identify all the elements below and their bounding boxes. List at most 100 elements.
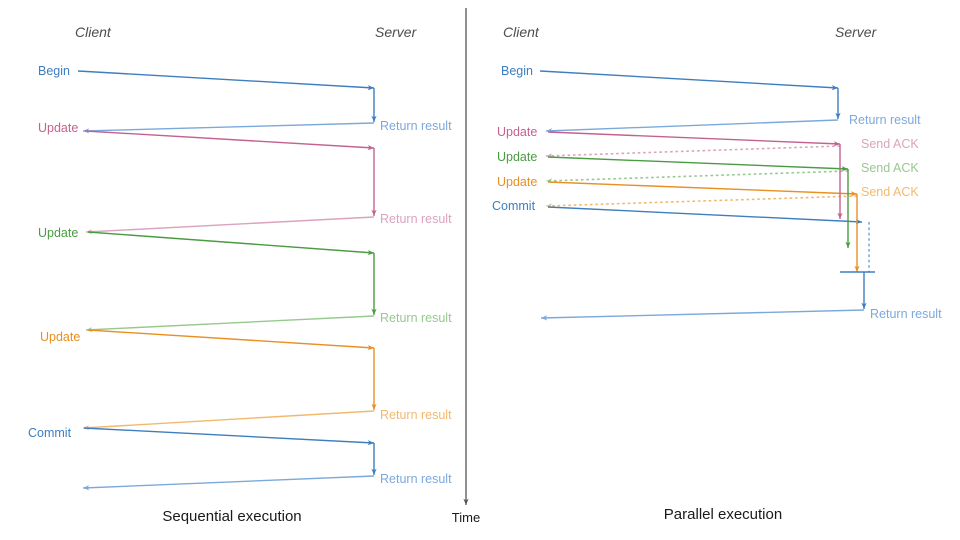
arrowhead [831, 85, 838, 91]
message-parallel-4: Send ACK [545, 137, 919, 159]
panel-caption-parallel: Parallel execution [664, 506, 782, 523]
message-sequential-6: Update [38, 226, 375, 256]
panel-caption-sequential: Sequential execution [162, 508, 301, 525]
message-line [77, 70, 375, 89]
message-label: Return result [380, 408, 452, 422]
arrowhead [841, 166, 848, 172]
message-line [87, 329, 375, 349]
message-line [82, 410, 375, 429]
message-label: Send ACK [861, 137, 919, 151]
message-parallel-7: Update [497, 175, 858, 197]
message-label: Begin [501, 64, 533, 78]
message-line [545, 119, 839, 132]
arrowhead [837, 212, 843, 219]
message-label: Commit [28, 426, 72, 440]
arrowhead [367, 85, 374, 91]
lane-title-server-parallel: Server [835, 24, 878, 40]
message-sequential-4 [371, 148, 377, 216]
message-label: Commit [492, 199, 536, 213]
message-parallel-10 [837, 144, 843, 219]
message-parallel-2: Return result [545, 113, 921, 134]
message-label: Update [497, 150, 537, 164]
arrowhead [367, 345, 374, 351]
message-sequential-3: Update [38, 121, 375, 151]
arrowhead [367, 249, 374, 256]
arrowhead [845, 241, 851, 248]
message-parallel-12 [854, 194, 860, 272]
arrowhead [367, 145, 374, 151]
message-line [547, 181, 858, 195]
time-axis-arrowhead [463, 498, 469, 505]
message-sequential-0: Begin [38, 64, 375, 91]
message-label: Return result [870, 307, 942, 321]
message-line [545, 145, 841, 157]
message-parallel-11 [845, 169, 851, 248]
message-line [83, 427, 375, 444]
message-line [545, 170, 849, 182]
message-label: Return result [380, 212, 452, 226]
arrowhead [371, 468, 377, 475]
message-label: Update [497, 125, 537, 139]
arrowhead [367, 440, 374, 446]
arrowhead [835, 112, 841, 119]
message-parallel-15 [861, 272, 867, 309]
message-label: Return result [849, 113, 921, 127]
arrowhead [850, 191, 857, 197]
message-line [85, 315, 375, 331]
message-sequential-7 [371, 253, 377, 315]
message-line [85, 216, 375, 233]
message-line [547, 206, 863, 223]
lane-title-client-parallel: Client [503, 24, 540, 40]
message-label: Return result [380, 311, 452, 325]
message-line [82, 475, 375, 489]
message-label: Update [497, 175, 537, 189]
time-axis-layer: Time [452, 8, 480, 525]
message-parallel-0: Begin [501, 64, 839, 91]
time-axis-label: Time [452, 510, 480, 525]
message-sequential-10 [371, 348, 377, 410]
lane-title-server-sequential: Server [375, 24, 418, 40]
message-line [547, 156, 849, 170]
message-line [87, 231, 375, 254]
arrowhead [371, 115, 377, 122]
message-sequential-2: Return result [82, 119, 452, 134]
message-sequential-5: Return result [85, 212, 452, 235]
arrowhead [833, 141, 840, 147]
message-line [547, 131, 841, 145]
arrowhead [371, 209, 377, 216]
message-line [540, 309, 865, 319]
message-label: Return result [380, 472, 452, 486]
message-label: Send ACK [861, 185, 919, 199]
arrowhead [83, 485, 90, 491]
message-sequential-11: Return result [82, 408, 452, 431]
message-parallel-1 [835, 88, 841, 119]
arrowhead [861, 302, 867, 309]
message-sequential-1 [371, 88, 377, 122]
message-sequential-14: Return result [82, 472, 452, 491]
message-parallel-16: Return result [540, 307, 942, 321]
message-label: Begin [38, 64, 70, 78]
message-line [539, 70, 839, 89]
message-sequential-13 [371, 443, 377, 475]
message-line [84, 130, 375, 149]
message-sequential-12: Commit [28, 426, 375, 446]
message-parallel-3: Update [497, 125, 841, 147]
message-line [82, 122, 375, 132]
message-label: Update [40, 330, 80, 344]
message-parallel-5: Update [497, 150, 849, 172]
message-label: Update [38, 226, 78, 240]
message-sequential-8: Return result [85, 311, 452, 333]
message-label: Send ACK [861, 161, 919, 175]
message-label: Update [38, 121, 78, 135]
arrowhead [541, 315, 548, 321]
message-line [545, 195, 858, 207]
arrowhead [371, 403, 377, 410]
arrowhead [854, 265, 860, 272]
arrowhead [371, 308, 377, 315]
lane-title-client-sequential: Client [75, 24, 112, 40]
